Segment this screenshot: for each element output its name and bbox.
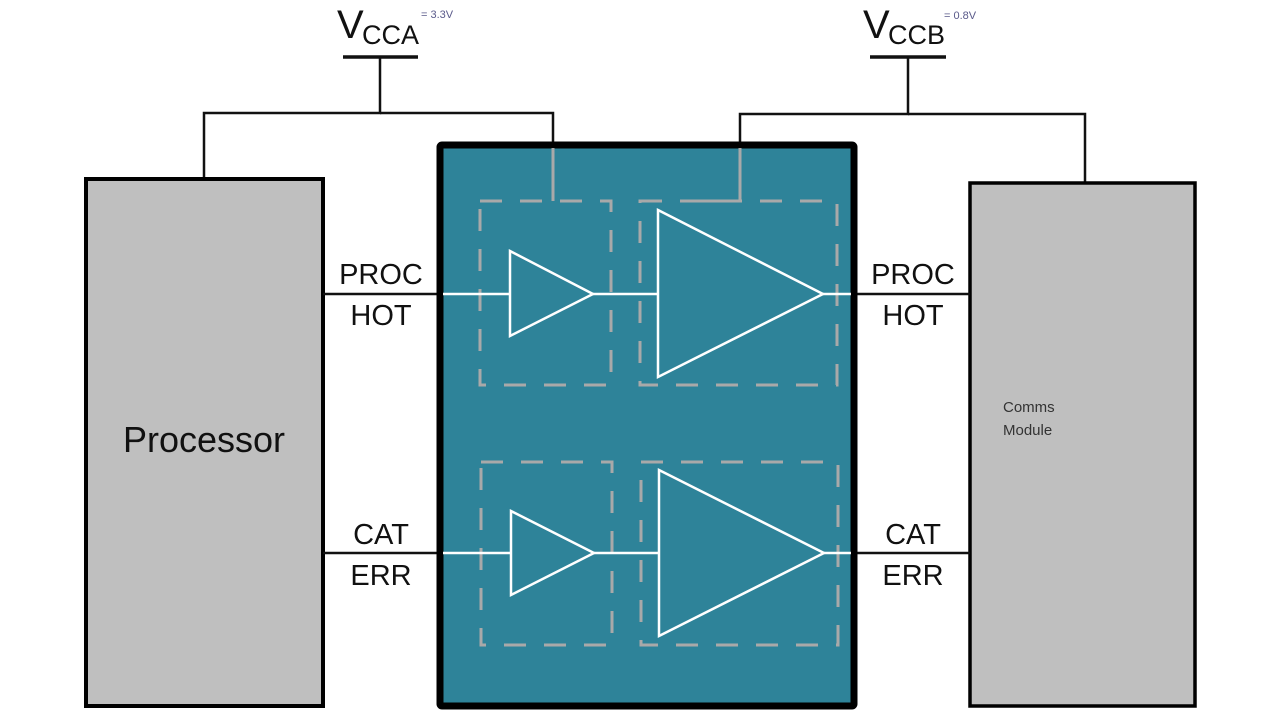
- caterr-output-buffer-icon: [657, 467, 827, 639]
- prochot-output-buffer-icon: [656, 207, 826, 380]
- caterr-input-buffer-icon: [509, 508, 597, 598]
- channel-prochot: [443, 199, 851, 387]
- vccb-wire-translator: [738, 57, 910, 145]
- right-caterr-label-line2: ERR: [882, 560, 943, 592]
- right-prochot-label-line1: PROC: [871, 259, 955, 291]
- comms-module-label-line1: Comms: [1003, 399, 1055, 416]
- right-caterr-label-line1: CAT: [885, 519, 941, 551]
- vccb-supply: V CCB = 0.8V: [738, 3, 1087, 184]
- prochot-input-buffer-icon: [508, 248, 596, 339]
- left-caterr-label-line1: CAT: [353, 519, 409, 551]
- comms-module-box: [968, 181, 1197, 708]
- left-prochot-label-line1: PROC: [339, 259, 423, 291]
- comms-module-block: Comms Module: [968, 181, 1197, 708]
- processor-box: [84, 177, 325, 708]
- vcca-voltage: = 3.3V: [421, 9, 454, 21]
- channel-caterr: [443, 460, 851, 647]
- vccb-voltage: = 0.8V: [944, 10, 977, 22]
- right-prochot-label-line2: HOT: [882, 300, 944, 332]
- vccb-label-main: V: [863, 3, 890, 47]
- left-caterr-label-line2: ERR: [350, 560, 411, 592]
- vccb-wire-comms: [908, 112, 1087, 184]
- vcca-supply: V CCA = 3.3V: [202, 3, 555, 180]
- translator-body: [436, 141, 858, 710]
- vcca-label-sub: CCA: [362, 20, 419, 50]
- vcca-label-main: V: [337, 3, 364, 47]
- left-prochot-label-line2: HOT: [350, 300, 412, 332]
- processor-label: Processor: [123, 419, 285, 460]
- level-translator-ic: [436, 141, 858, 710]
- vccb-label-sub: CCB: [888, 20, 945, 50]
- processor-block: Processor: [84, 177, 325, 708]
- vcca-wire-processor: [202, 57, 382, 180]
- comms-module-label-line2: Module: [1003, 422, 1052, 439]
- vcca-wire-translator: [380, 111, 555, 145]
